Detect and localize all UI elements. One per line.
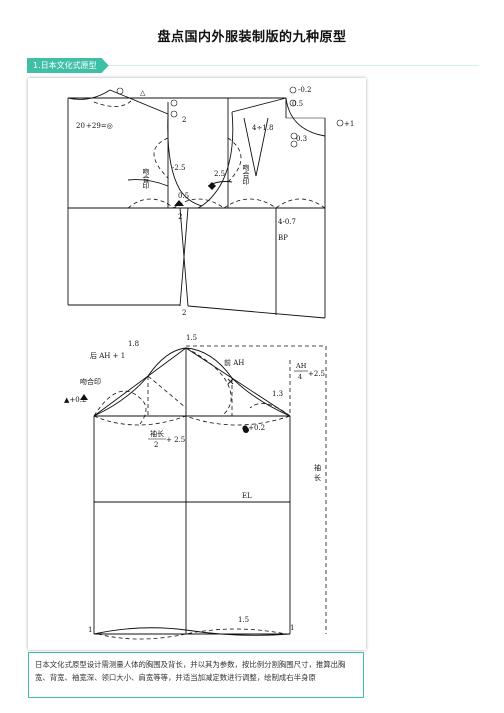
sleeve-label-bottom-1-right: 1 (290, 624, 294, 632)
sleeve-label-back-ah: 后 AH + 1 (90, 351, 125, 360)
sleeve-label-el: EL (242, 492, 252, 500)
label-triangle-mark: △ (140, 89, 146, 97)
label-bp: BP (278, 234, 288, 242)
sleeve-label-top-18: 1.8 (128, 340, 139, 348)
label-neck-back: 20 (76, 122, 85, 130)
label-armhole-match: 吻合印 (142, 167, 150, 190)
sleeve-label-top-15: 1.5 (186, 334, 197, 342)
sleeve-draft: 1.5 后 AH + 1 前 AH 1.8 AH 4 +2.5 吻合印 ▲+0.… (64, 334, 327, 640)
sleeve-label-ah-fraction-top: AH (295, 362, 307, 370)
section-label: 1.日本文化式原型 (27, 58, 109, 73)
sleeve-label-vertical-2: 长 (314, 473, 321, 482)
label-left-minus2: 2 (178, 213, 182, 221)
label-darts: 4÷1.8 (252, 124, 273, 132)
sleeve-label-match: 吻合印 (80, 377, 101, 386)
bodice-draft: 20 +29=◎ △ 2 4÷1.8 -0.2 0.5 +1 0.3 吻合印 -… (67, 86, 354, 319)
sleeve-label-bottom-15: 1.5 (238, 616, 249, 624)
label-left-side-2: 2 (182, 116, 186, 124)
sleeve-label-ah-plus: +2.5 (308, 370, 325, 378)
sleeve-label-len-bottom: 2 (154, 441, 158, 449)
label-plus-25: 2.5 (214, 170, 225, 178)
sleeve-label-front-ah: 前 AH (224, 358, 244, 367)
label-top-right: -0.2 (298, 86, 312, 94)
label-match-right: 吻合印 (242, 163, 250, 186)
sleeve-label-plus: + 2.5 (166, 436, 185, 444)
sleeve-label-bottom-1-left: 1 (88, 626, 92, 634)
sleeve-label-ah-fraction-bottom: 4 (298, 373, 302, 381)
sleeve-label-vertical-1: 袖 (314, 463, 321, 472)
page-title: 盘点国内外服装制版的九种原型 (157, 30, 347, 45)
label-circle-plus: +1 (344, 120, 354, 128)
label-neck-right: 0.5 (292, 100, 303, 108)
caption-text: 日本文化式原型设计需测量人体的胸围及背长，并以其为参数，按比例分割胸围尺寸，推算… (28, 652, 364, 698)
sleeve-label-dot-plus: ●+0.2 (242, 424, 265, 432)
pattern-figure: 20 +29=◎ △ 2 4÷1.8 -0.2 0.5 +1 0.3 吻合印 -… (28, 78, 366, 650)
pattern-drawing: 20 +29=◎ △ 2 4÷1.8 -0.2 0.5 +1 0.3 吻合印 -… (64, 86, 354, 640)
label-bottom-2: 2 (182, 309, 186, 317)
label-dot-05: 0.5 (178, 192, 189, 200)
label-neck-formula: +29=◎ (86, 122, 113, 130)
section-divider (27, 65, 479, 66)
sleeve-label-len-top: 袖长 (150, 429, 164, 438)
sleeve-label-13: 1.3 (272, 390, 283, 398)
label-neck-03: 0.3 (296, 135, 307, 143)
sleeve-label-tri-plus: ▲+0.2 (64, 396, 86, 404)
label-minus-25: -2.5 (172, 164, 186, 172)
label-bp-07: 4-0.7 (278, 218, 296, 226)
